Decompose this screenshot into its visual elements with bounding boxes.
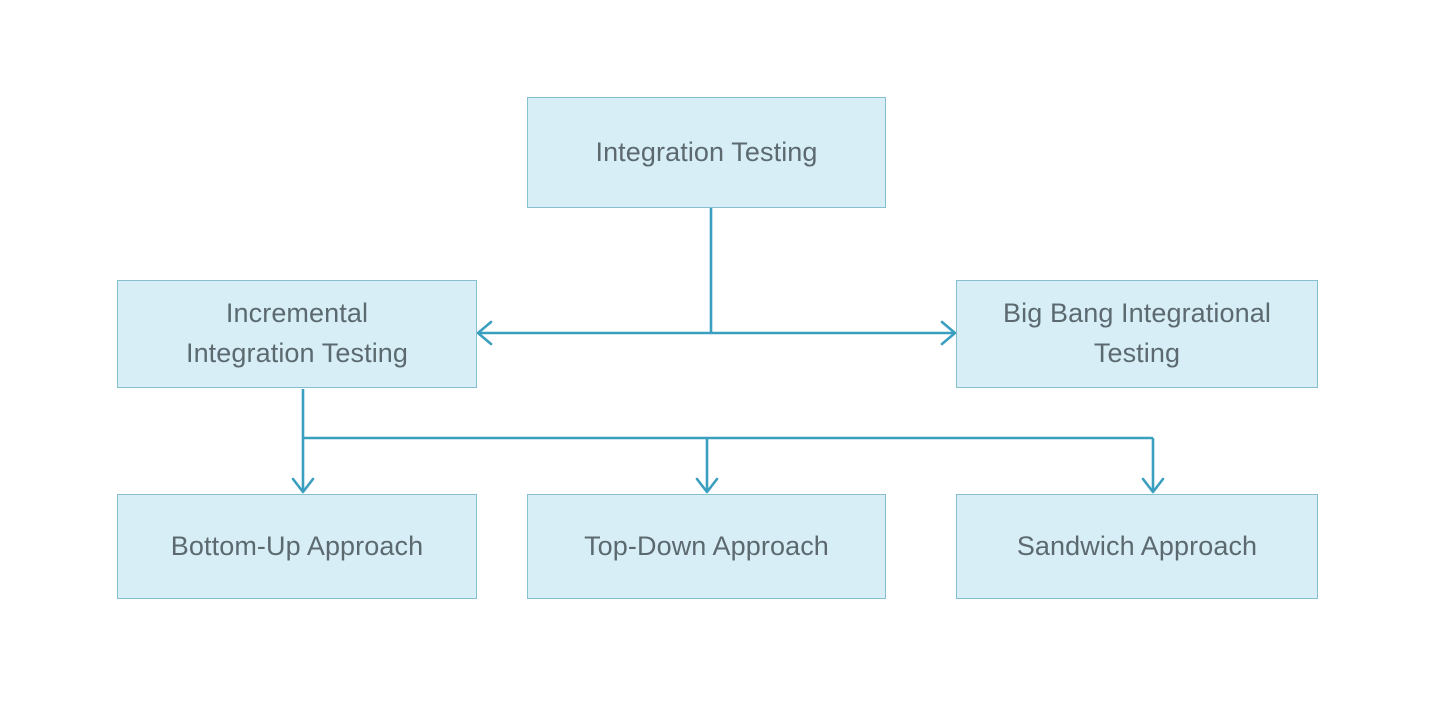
arrowhead-right-bigbang (940, 320, 957, 346)
arrowhead-left-incremental (476, 320, 493, 346)
node-big-bang-integrational-testing[interactable]: Big Bang Integrational Testing (956, 280, 1318, 388)
arrowhead-down-bottomup (291, 477, 315, 494)
node-bottom-up-approach[interactable]: Bottom-Up Approach (117, 494, 477, 599)
node-integration-testing[interactable]: Integration Testing (527, 97, 886, 208)
node-incremental-integration-testing[interactable]: Incremental Integration Testing (117, 280, 477, 388)
node-label: Bottom-Up Approach (170, 530, 424, 561)
node-label: Big Bang Integrational Testing (1003, 298, 1271, 368)
node-label: Top-Down Approach (584, 530, 829, 561)
arrowhead-down-sandwich (1141, 477, 1165, 494)
node-label: Sandwich Approach (1016, 530, 1258, 561)
node-label: Incremental Integration Testing (185, 298, 409, 368)
node-label: Integration Testing (595, 136, 818, 167)
arrowhead-down-topdown (695, 477, 719, 494)
node-top-down-approach[interactable]: Top-Down Approach (527, 494, 886, 599)
node-sandwich-approach[interactable]: Sandwich Approach (956, 494, 1318, 599)
